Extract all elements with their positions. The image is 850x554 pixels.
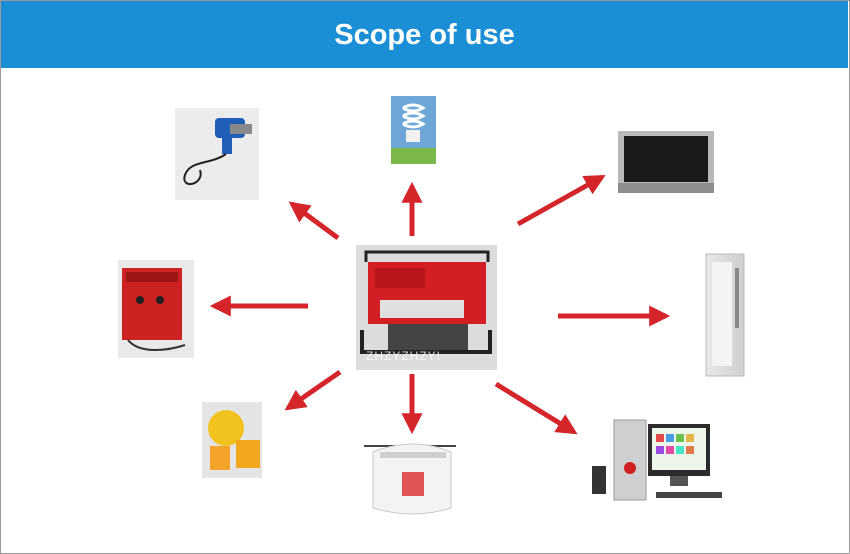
arrows — [209, 174, 671, 435]
air-conditioner-icon — [705, 253, 745, 377]
arrow-to-tv — [516, 174, 606, 227]
computer-icon — [584, 414, 724, 512]
generator-icon: ZHZYZHZYI — [356, 245, 497, 370]
tv-icon — [618, 131, 714, 193]
generator-watermark: ZHZYZHZYI — [366, 349, 441, 363]
arrow-to-blower — [284, 369, 342, 411]
page-title: Scope of use — [334, 19, 515, 51]
arrow-to-heat-gun — [288, 201, 340, 241]
rice-cooker-icon — [364, 443, 456, 515]
heat-gun-icon — [175, 108, 259, 200]
blower-icon — [202, 402, 262, 478]
arrow-to-computer — [494, 381, 578, 435]
welder-icon — [118, 260, 194, 358]
header-bar: Scope of use — [1, 1, 848, 68]
light-bulb-icon — [391, 96, 436, 164]
